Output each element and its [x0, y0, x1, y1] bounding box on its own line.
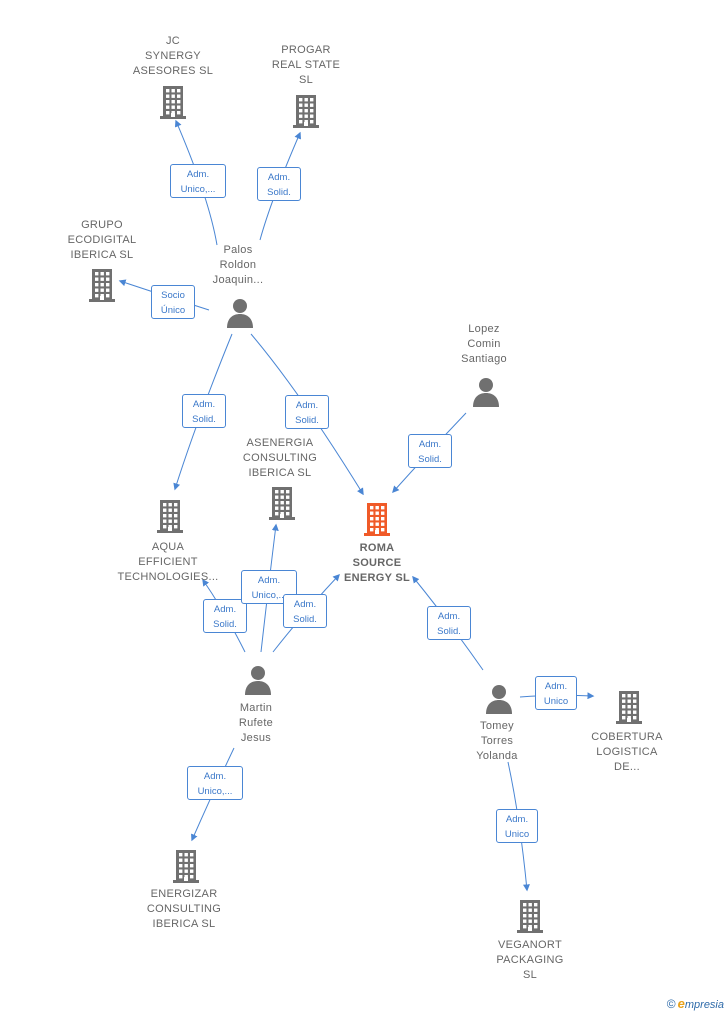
brand-initial: e — [677, 996, 685, 1011]
relation-label-martin-energizar[interactable]: Adm. Unico,... — [187, 766, 243, 800]
person-icon[interactable] — [225, 298, 255, 333]
main-company-building-icon[interactable] — [364, 502, 390, 541]
person-icon[interactable] — [471, 377, 501, 412]
brand-footer[interactable]: ©empresia — [667, 996, 724, 1011]
node-label-tomey[interactable]: Tomey Torres Yolanda — [476, 720, 518, 762]
relation-label-tomey-cobertura[interactable]: Adm. Unico — [535, 676, 577, 710]
person-icon[interactable] — [484, 684, 514, 719]
node-label-veganort[interactable]: VEGANORT PACKAGING SL — [496, 939, 564, 981]
building-icon[interactable] — [173, 849, 199, 888]
relation-label-palos-aqua[interactable]: Adm. Solid. — [182, 394, 226, 428]
relation-label-palos-jc[interactable]: Adm. Unico,... — [170, 164, 226, 198]
brand-name: mpresia — [684, 999, 724, 1011]
node-label-energizar[interactable]: ENERGIZAR CONSULTING IBERICA SL — [146, 888, 222, 930]
relation-label-martin-roma[interactable]: Adm. Solid. — [283, 594, 327, 628]
relation-label-tomey-roma[interactable]: Adm. Solid. — [427, 606, 471, 640]
person-icon[interactable] — [243, 665, 273, 700]
building-icon[interactable] — [157, 499, 183, 538]
relation-label-lopez-roma[interactable]: Adm. Solid. — [408, 434, 452, 468]
relation-label-palos-grupo[interactable]: Socio Único — [151, 285, 195, 319]
relation-label-palos-progar[interactable]: Adm. Solid. — [257, 167, 301, 201]
node-label-jc[interactable]: JC SYNERGY ASESORES SL — [132, 35, 214, 77]
node-label-progar[interactable]: PROGAR REAL STATE SL — [271, 44, 341, 86]
building-icon[interactable] — [89, 268, 115, 307]
relation-label-tomey-veganort[interactable]: Adm. Unico — [496, 809, 538, 843]
copyright-symbol: © — [666, 997, 676, 1011]
building-icon[interactable] — [160, 85, 186, 124]
building-icon[interactable] — [517, 899, 543, 938]
node-label-lopez[interactable]: Lopez Comin Santiago — [461, 323, 507, 365]
relation-label-martin-aqua[interactable]: Adm. Solid. — [203, 599, 247, 633]
node-label-asenergia[interactable]: ASENERGIA CONSULTING IBERICA SL — [242, 437, 318, 479]
node-label-grupo[interactable]: GRUPO ECODIGITAL IBERICA SL — [67, 219, 137, 261]
building-icon[interactable] — [293, 94, 319, 133]
node-label-roma[interactable]: ROMA SOURCE ENERGY SL — [343, 542, 411, 584]
node-label-martin[interactable]: Martin Rufete Jesus — [238, 702, 274, 744]
node-label-aqua[interactable]: AQUA EFFICIENT TECHNOLOGIES... — [117, 541, 219, 583]
building-icon[interactable] — [269, 486, 295, 525]
building-icon[interactable] — [616, 690, 642, 729]
node-label-palos[interactable]: Palos Roldon Joaquin... — [212, 244, 264, 286]
node-label-cobertura[interactable]: COBERTURA LOGISTICA DE... — [591, 731, 663, 773]
relation-label-palos-roma[interactable]: Adm. Solid. — [285, 395, 329, 429]
